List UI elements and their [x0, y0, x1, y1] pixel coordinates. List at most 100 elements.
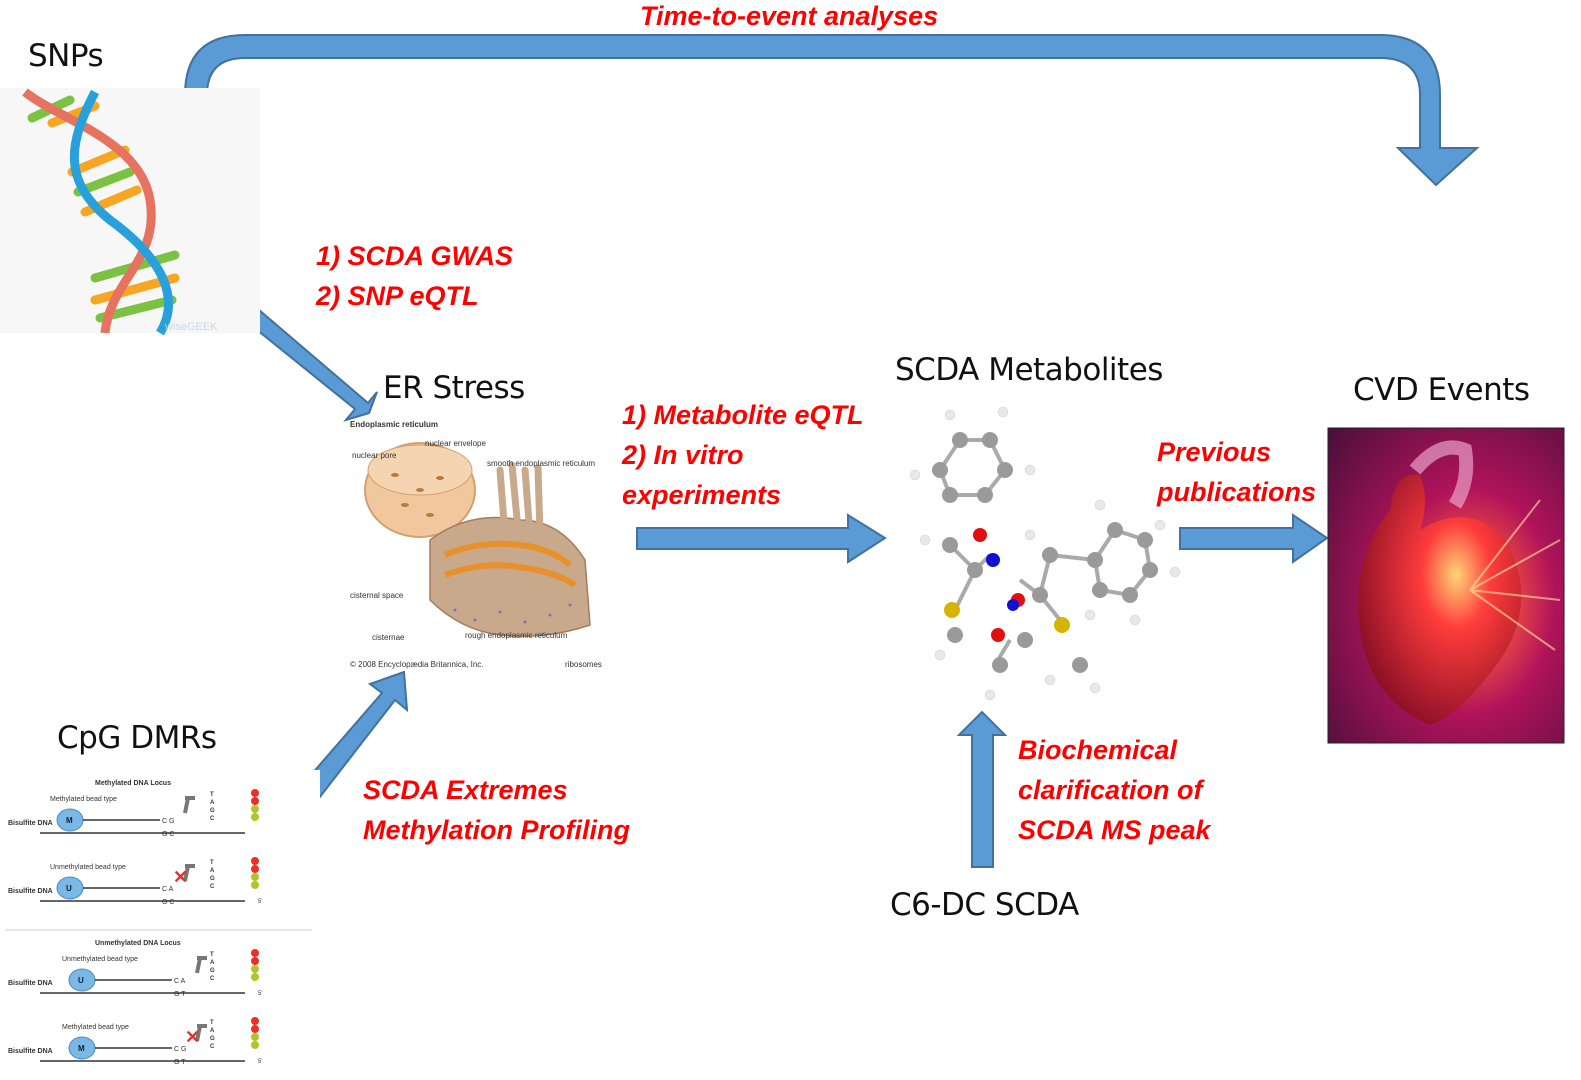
- bisulfite-dna-label: Bisulfite DNA: [8, 1048, 53, 1055]
- base-label: G: [210, 876, 215, 882]
- arrow-c6-to-metabolites: [956, 710, 1008, 868]
- node-c6-dc-scda-title: C6-DC SCDA: [890, 887, 1079, 923]
- base-label: T: [210, 860, 214, 866]
- edge-label-line: clarification of: [1018, 775, 1203, 805]
- bead-letter: U: [78, 976, 84, 985]
- probe-bases: C A: [162, 886, 174, 893]
- edge-label-c6-to-metabolites: Biochemical clarification of SCDA MS pea…: [1018, 730, 1211, 850]
- edge-label-line: 2) In vitro: [622, 440, 744, 470]
- node-er-stress-title: ER Stress: [383, 370, 525, 406]
- bisulfite-dna-label: Bisulfite DNA: [8, 820, 53, 827]
- base-dye-icon: [251, 805, 259, 813]
- svg-text:ribosomes: ribosomes: [565, 660, 602, 669]
- probe-bases: C A: [174, 978, 186, 985]
- base-dye-icon: [251, 957, 259, 965]
- base-label: T: [210, 792, 214, 798]
- edge-label-er-to-metabolites: 1) Metabolite eQTL 2) In vitro experimen…: [622, 395, 864, 515]
- base-dye-icon: [251, 1033, 259, 1041]
- base-label: T: [210, 1020, 214, 1026]
- heart-image: [1327, 427, 1565, 744]
- svg-text:Endoplasmic reticulum: Endoplasmic reticulum: [350, 420, 438, 429]
- bead-letter: M: [66, 816, 73, 825]
- svg-text:nuclear pore: nuclear pore: [352, 451, 397, 460]
- base-label: A: [210, 1028, 215, 1034]
- base-label: G: [210, 968, 215, 974]
- edge-label-line: 2) SNP eQTL: [316, 281, 479, 311]
- base-label: C: [210, 816, 215, 822]
- base-label: T: [210, 952, 214, 958]
- probe-bases: C G: [162, 818, 174, 825]
- blocked-x-icon: ✕: [185, 1027, 200, 1047]
- base-dye-icon: [251, 873, 259, 881]
- node-cpg-dmrs-title: CpG DMRs: [57, 720, 217, 756]
- base-label: C: [210, 1044, 215, 1050]
- node-scda-metabolites-title: SCDA Metabolites: [895, 352, 1163, 388]
- edge-label-line: SCDA MS peak: [1018, 815, 1211, 845]
- molecule-image: [909, 406, 1181, 701]
- bisulfite-dna-label: Bisulfite DNA: [8, 980, 53, 987]
- base-dye-icon: [251, 1041, 259, 1049]
- base-dye-icon: [251, 857, 259, 865]
- base-dye-icon: [251, 881, 259, 889]
- arrow-er-to-metabolites: [636, 513, 887, 564]
- bisulfite-dna-label: Bisulfite DNA: [8, 888, 53, 895]
- svg-text:© 2008 Encyclopædia Britannica: © 2008 Encyclopædia Britannica, Inc.: [350, 660, 484, 669]
- base-dye-icon: [251, 789, 259, 797]
- endoplasmic-reticulum-image: Endoplasmic reticulum nuclear pore nucle…: [350, 420, 602, 669]
- edge-label-snps-to-er: 1) SCDA GWAS 2) SNP eQTL: [316, 236, 513, 316]
- edge-label-line: Previous: [1157, 437, 1272, 467]
- extension-arrow-icon: [195, 956, 207, 974]
- probe-bases: C G: [174, 1046, 186, 1053]
- base-dye-icon: [251, 973, 259, 981]
- base-dye-icon: [251, 1017, 259, 1025]
- base-label: A: [210, 800, 215, 806]
- bead-type-label: Methylated bead type: [50, 796, 117, 803]
- edge-label-line: Time-to-event analyses: [640, 1, 939, 31]
- svg-text:smooth endoplasmic reticulum: smooth endoplasmic reticulum: [487, 459, 595, 468]
- base-label: C: [210, 976, 215, 982]
- dna-helix-image: wiseGEEK: [0, 88, 260, 336]
- edge-label-line: 1) Metabolite eQTL: [622, 400, 864, 430]
- edge-label-line: SCDA Extremes: [363, 775, 568, 805]
- edge-label-line: experiments: [622, 480, 782, 510]
- panel-heading: Unmethylated DNA Locus: [95, 940, 181, 947]
- edge-label-metabolites-to-cvd: Previous publications: [1157, 432, 1316, 512]
- extension-arrow-icon: [183, 864, 195, 882]
- svg-text:cisternae: cisternae: [372, 633, 405, 642]
- bead-type-label: Unmethylated bead type: [50, 864, 126, 871]
- arrow-time-to-event: [184, 34, 1480, 187]
- five-prime-label: 5': [258, 899, 262, 905]
- edge-label-time-to-event: Time-to-event analyses: [640, 0, 938, 36]
- svg-text:wiseGEEK: wiseGEEK: [164, 321, 218, 333]
- target-bases: G T: [174, 1059, 186, 1066]
- node-snps-title: SNPs: [28, 38, 104, 74]
- base-label: G: [210, 808, 215, 814]
- methylation-assay-image: [0, 770, 320, 1080]
- extension-arrow-icon: [195, 1024, 207, 1042]
- svg-text:cisternal space: cisternal space: [350, 591, 404, 600]
- target-bases: G C: [162, 831, 174, 838]
- edge-label-line: Methylation Profiling: [363, 815, 630, 845]
- base-dye-icon: [251, 797, 259, 805]
- extension-arrow-icon: [183, 796, 195, 814]
- bead-letter: U: [66, 884, 72, 893]
- edge-label-line: Biochemical: [1018, 735, 1178, 765]
- arrow-metabolites-to-cvd: [1179, 513, 1329, 564]
- node-cvd-events-title: CVD Events: [1353, 372, 1530, 408]
- bead-letter: M: [78, 1044, 85, 1053]
- base-dye-icon: [251, 1025, 259, 1033]
- target-bases: G T: [174, 991, 186, 998]
- edge-label-line: publications: [1157, 477, 1317, 507]
- base-dye-icon: [251, 965, 259, 973]
- base-label: C: [210, 884, 215, 890]
- five-prime-label: 5': [258, 991, 262, 997]
- bead-type-label: Methylated bead type: [62, 1024, 129, 1031]
- blocked-x-icon: ✕: [173, 867, 188, 887]
- base-label: G: [210, 1036, 215, 1042]
- base-dye-icon: [251, 865, 259, 873]
- five-prime-label: 5': [258, 1059, 262, 1065]
- base-label: A: [210, 960, 215, 966]
- edge-label-line: 1) SCDA GWAS: [316, 241, 514, 271]
- svg-text:rough endoplasmic reticulum: rough endoplasmic reticulum: [465, 631, 568, 640]
